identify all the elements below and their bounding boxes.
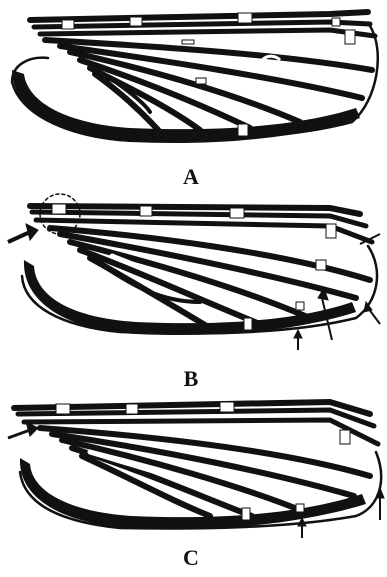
wing-panel-b — [0, 190, 387, 370]
wing-panel-a — [0, 0, 387, 160]
panel-label-b: B — [171, 366, 211, 392]
panel-label-a: A — [171, 164, 211, 190]
wing-panel-c — [0, 392, 387, 552]
panel-label-c: C — [171, 545, 211, 571]
